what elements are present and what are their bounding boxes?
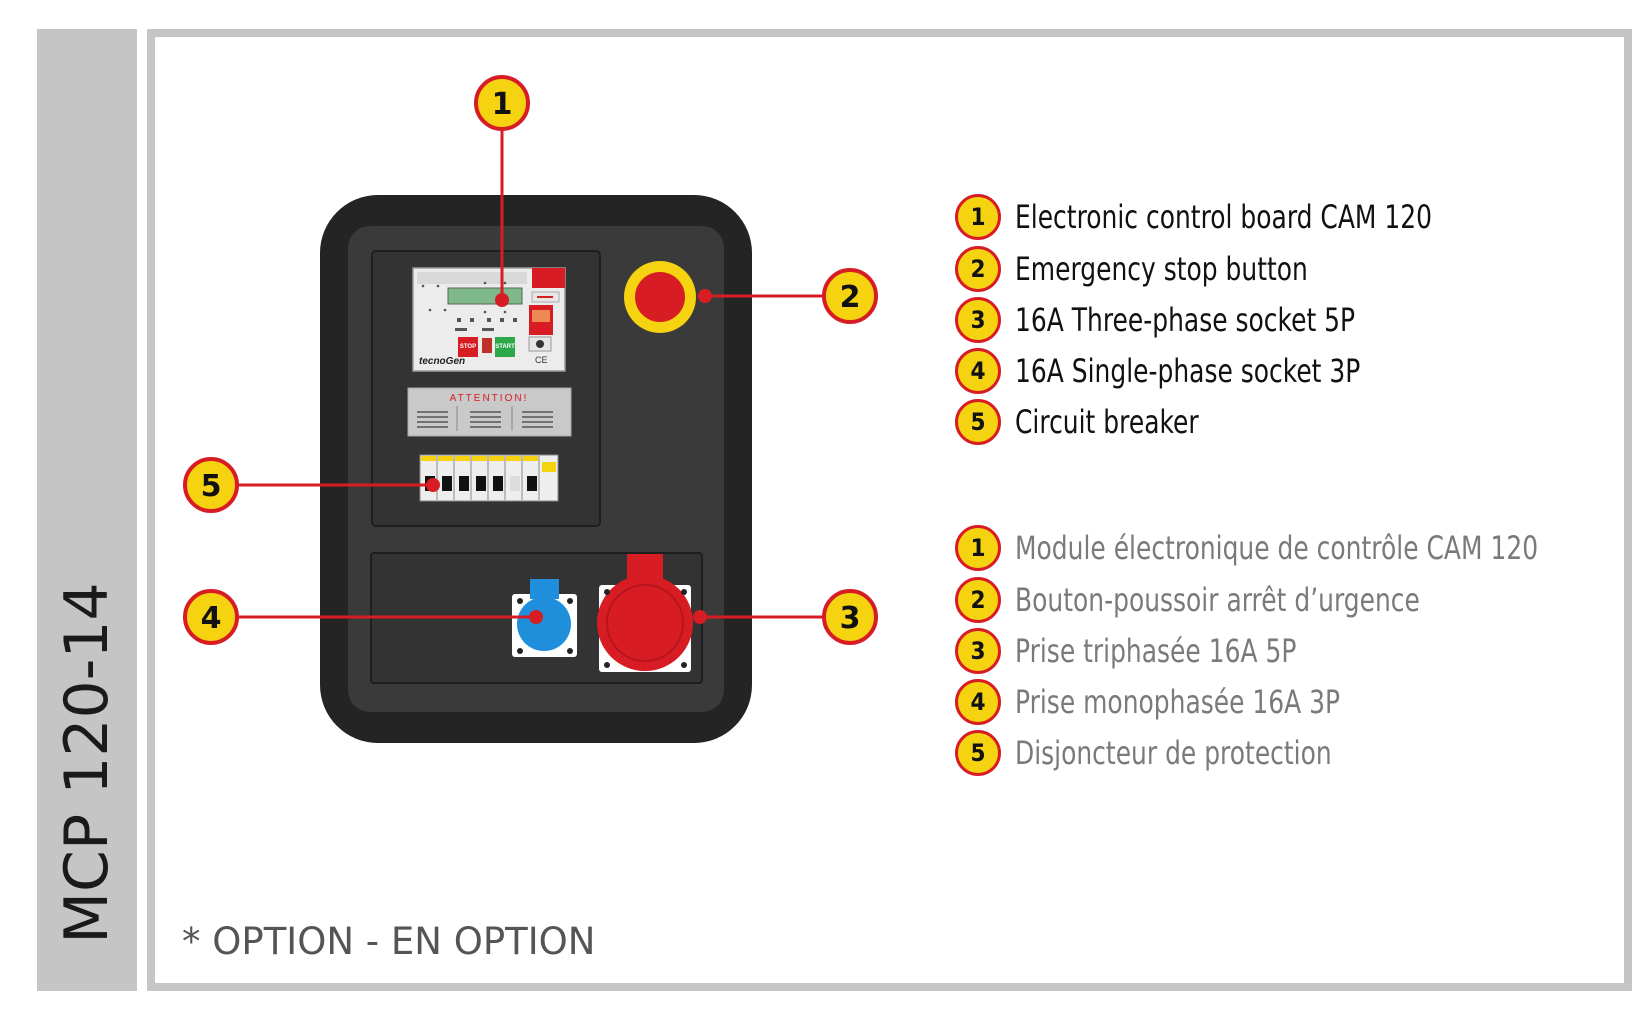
legend-fr-label-2: Bouton-poussoir arrêt d’urgence: [1015, 581, 1420, 619]
legend-fr-label-5: Disjoncteur de protection: [1015, 734, 1332, 772]
legend-en-item-2: 2 Emergency stop button: [955, 244, 1390, 294]
board-ce-mark: CE: [535, 355, 548, 365]
leader-dot-2: [698, 289, 712, 303]
leader-dot-4: [529, 610, 543, 624]
leader-dots: [426, 289, 712, 624]
legend-fr-badge-4: 4: [955, 679, 1001, 725]
legend-fr-item-4: 4 Prise monophasée 16A 3P: [955, 677, 1432, 727]
legend-en-badge-5: 5: [955, 399, 1001, 445]
callout-badge-4: 4: [183, 589, 239, 645]
legend-en-label-4: 16A Single-phase socket 3P: [1015, 352, 1361, 390]
callout-number-1: 1: [492, 87, 513, 122]
legend-fr-badge-5: 5: [955, 730, 1001, 776]
legend-fr-item-1: 1 Module électronique de contrôle CAM 12…: [955, 523, 1646, 573]
side-band: [37, 29, 137, 991]
board-brand: tecnoGen: [419, 356, 465, 367]
attention-label: ATTENTION!: [407, 387, 572, 437]
three-phase-socket: [597, 554, 693, 672]
callout-badge-3: 3: [822, 589, 878, 645]
legend-en-label-5: Circuit breaker: [1015, 403, 1199, 441]
callout-number-2: 2: [840, 280, 861, 315]
callout-number-3: 3: [840, 601, 861, 636]
legend-en-badge-2: 2: [955, 246, 1001, 292]
board-stop-button: [458, 337, 478, 357]
legend-fr-label-3: Prise triphasée 16A 5P: [1015, 632, 1297, 670]
legend-fr-badge-1: 1: [955, 525, 1001, 571]
board-stop-label: STOP: [460, 344, 476, 350]
leader-dot-1: [495, 293, 509, 307]
callout-number-5: 5: [201, 469, 222, 504]
legend-fr-item-2: 2 Bouton-poussoir arrêt d’urgence: [955, 575, 1534, 625]
legend-en-item-5: 5 Circuit breaker: [955, 397, 1250, 447]
circuit-breaker: [419, 454, 559, 502]
legend-en-item-1: 1 Electronic control board CAM 120: [955, 192, 1550, 242]
leader-dot-5: [426, 478, 440, 492]
legend-en-badge-3: 3: [955, 297, 1001, 343]
legend-en-label-1: Electronic control board CAM 120: [1015, 198, 1433, 236]
control-board: CE STOP START tecnoGen: [412, 267, 566, 372]
legend-en-label-2: Emergency stop button: [1015, 250, 1308, 288]
board-display: [447, 287, 523, 305]
legend-fr-label-4: Prise monophasée 16A 3P: [1015, 683, 1341, 721]
legend-en-badge-1: 1: [955, 194, 1001, 240]
legend-fr-item-3: 3 Prise triphasée 16A 5P: [955, 626, 1376, 676]
leader-dot-3: [693, 610, 707, 624]
board-start-button: [495, 337, 515, 357]
single-phase-socket: [512, 579, 577, 657]
attention-text: ATTENTION!: [450, 393, 529, 404]
emergency-stop: [624, 261, 696, 333]
legend-fr-badge-3: 3: [955, 628, 1001, 674]
legend-fr-label-1: Module électronique de contrôle CAM 120: [1015, 529, 1539, 567]
legend-en-item-4: 4 16A Single-phase socket 3P: [955, 346, 1458, 396]
callout-badge-1: 1: [474, 75, 530, 131]
legend-en-label-3: 16A Three-phase socket 5P: [1015, 301, 1356, 339]
legend-fr-badge-2: 2: [955, 577, 1001, 623]
callout-badge-2: 2: [822, 268, 878, 324]
legend-en-badge-4: 4: [955, 348, 1001, 394]
legend-en-item-3: 3 16A Three-phase socket 5P: [955, 295, 1451, 345]
leader-lines: [236, 128, 826, 619]
option-note: * OPTION - EN OPTION: [182, 920, 596, 963]
callout-badge-5: 5: [183, 457, 239, 513]
legend-fr-item-5: 5 Disjoncteur de protection: [955, 728, 1421, 778]
board-start-label: START: [495, 344, 515, 350]
callout-number-4: 4: [201, 601, 222, 636]
